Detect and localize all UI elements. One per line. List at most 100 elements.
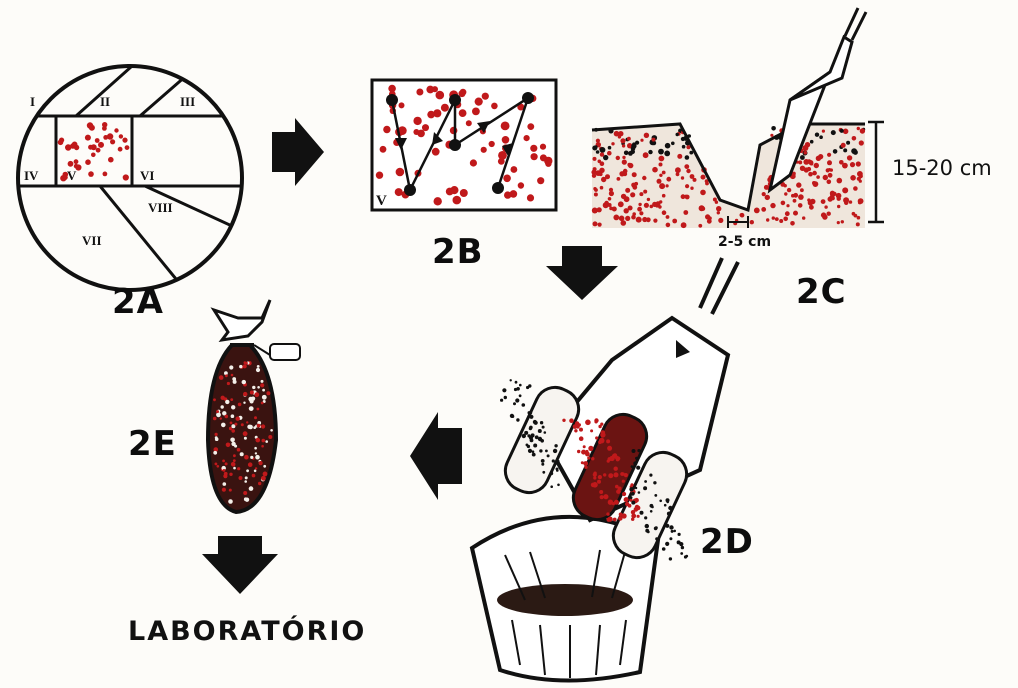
soil-speck [258, 482, 261, 485]
soil-speck [257, 365, 260, 368]
soil-speck [246, 469, 249, 472]
soil-speck [627, 163, 631, 167]
soil-speck [605, 174, 610, 179]
soil-speck [229, 365, 233, 369]
soil-speck [432, 86, 438, 92]
soil-speck [383, 126, 390, 133]
soil-speck [639, 211, 643, 215]
soil-speck [816, 175, 820, 179]
soil-speck [554, 444, 557, 447]
soil-speck [263, 472, 268, 477]
arrow-left-icon [410, 412, 462, 500]
soil-speck [635, 487, 637, 489]
soil-speck [396, 168, 405, 177]
soil-speck [252, 474, 256, 478]
soil-speck [594, 418, 598, 422]
soil-speck [542, 426, 545, 429]
step-label-2e: 2E [128, 424, 177, 464]
soil-speck [803, 159, 809, 165]
soil-speck [800, 166, 805, 171]
soil-speck [257, 408, 260, 411]
soil-speck [529, 411, 532, 414]
soil-speck [237, 448, 241, 452]
soil-speck [122, 138, 127, 143]
soil-speck [541, 459, 545, 463]
soil-speck [772, 216, 775, 219]
soil-speck [123, 174, 129, 180]
soil-speck [798, 203, 803, 208]
soil-speck [676, 172, 680, 176]
soil-speck [786, 204, 789, 207]
soil-speck [222, 488, 226, 492]
soil-speck [262, 389, 265, 392]
soil-speck [255, 438, 260, 443]
soil-speck [684, 555, 687, 558]
soil-speck [85, 135, 91, 141]
soil-speck [466, 120, 472, 126]
soil-speck [667, 512, 671, 516]
soil-speck [779, 219, 783, 223]
soil-speck [853, 150, 858, 155]
soil-speck [223, 482, 227, 486]
soil-speck [812, 171, 817, 176]
soil-speck [842, 163, 848, 169]
soil-speck [597, 480, 601, 484]
soil-speck [88, 171, 94, 177]
soil-speck [657, 179, 662, 184]
soil-speck [230, 422, 233, 425]
soil-speck [804, 151, 808, 155]
soil-speck [659, 163, 663, 167]
soil-speck [827, 180, 832, 185]
soil-speck [699, 205, 705, 211]
soil-speck [859, 174, 863, 178]
soil-speck [229, 489, 232, 492]
soil-speck [617, 177, 621, 181]
soil-speck [856, 222, 860, 226]
soil-speck [860, 128, 865, 133]
soil-speck [249, 464, 252, 467]
soil-speck [413, 117, 421, 125]
soil-speck [96, 148, 101, 153]
soil-speck [807, 167, 811, 171]
soil-speck [850, 162, 855, 167]
soil-speck [72, 142, 78, 148]
soil-speck [847, 155, 852, 160]
soil-speck [220, 417, 222, 419]
soil-speck [91, 153, 96, 158]
soil-speck [608, 146, 612, 150]
soil-speck [74, 159, 79, 164]
soil-speck [600, 147, 606, 153]
soil-speck [827, 160, 832, 165]
soil-speck [255, 455, 260, 460]
soil-speck [441, 104, 449, 112]
soil-speck [652, 167, 658, 173]
soil-speck [531, 153, 538, 160]
soil-speck [770, 203, 775, 208]
soil-speck [668, 506, 672, 510]
soil-speck [593, 476, 596, 479]
soil-speck [636, 217, 642, 223]
soil-speck [690, 174, 695, 179]
soil-speck [253, 426, 256, 429]
soil-speck [260, 383, 264, 387]
soil-speck [824, 205, 827, 208]
soil-speck [653, 481, 656, 484]
soil-speck [614, 472, 619, 477]
depth-measure-label: 15-20 cm [892, 156, 992, 180]
soil-speck [659, 183, 665, 189]
soil-speck [244, 437, 247, 440]
soil-speck [640, 511, 644, 515]
soil-speck [683, 210, 688, 215]
soil-speck [217, 465, 220, 468]
soil-speck [524, 135, 530, 141]
soil-speck [828, 173, 833, 178]
soil-speck [261, 380, 264, 383]
soil-speck [574, 429, 577, 432]
soil-speck [550, 485, 553, 488]
soil-speck [681, 546, 684, 549]
soil-profile-cut [591, 8, 884, 228]
soil-speck [500, 399, 503, 402]
soil-speck [601, 432, 605, 436]
soil-speck [231, 405, 235, 409]
